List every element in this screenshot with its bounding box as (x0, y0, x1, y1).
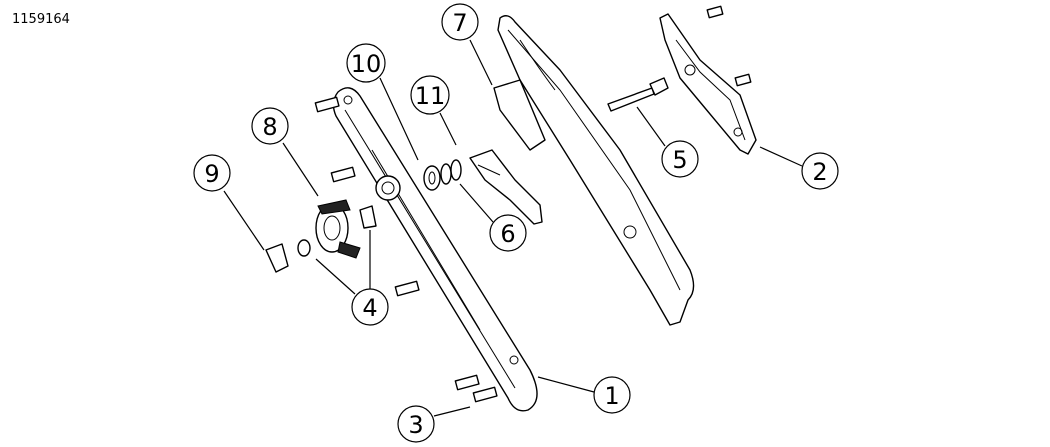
svg-text:3: 3 (408, 411, 423, 439)
drawing-id: 1159164 (12, 12, 70, 27)
svg-text:8: 8 (262, 113, 277, 141)
callout-2: 2 (801, 152, 839, 190)
callout-4: 4 (351, 288, 389, 326)
svg-text:7: 7 (452, 9, 467, 37)
part-2-side-plate (659, 13, 757, 155)
part-6-cage-bracket (469, 149, 543, 225)
callout-5: 5 (661, 140, 699, 178)
svg-text:6: 6 (500, 220, 515, 248)
svg-text:1: 1 (604, 382, 619, 410)
leader-lines (223, 39, 803, 417)
callout-1: 1 (593, 376, 631, 414)
svg-text:11: 11 (415, 82, 446, 110)
callout-11: 11 (410, 75, 450, 115)
bolt-top-right (706, 5, 752, 87)
part-7-inner-plate (493, 15, 695, 326)
svg-text:10: 10 (351, 50, 382, 78)
callout-8: 8 (251, 107, 289, 145)
svg-text:9: 9 (204, 160, 219, 188)
part-4-spacer (297, 205, 377, 257)
part-8-pulley (315, 199, 361, 259)
svg-text:5: 5 (672, 146, 687, 174)
part-5-pin (607, 77, 669, 112)
part-11-washers (423, 159, 462, 191)
callout-9: 9 (193, 154, 231, 192)
part-1-outer-plate (332, 87, 538, 412)
callout-6: 6 (489, 214, 527, 252)
svg-text:2: 2 (812, 158, 827, 186)
part-9-end-cap (265, 243, 289, 273)
callout-3: 3 (397, 405, 435, 443)
callout-10: 10 (346, 43, 386, 83)
svg-text:4: 4 (362, 294, 377, 322)
callout-7: 7 (441, 3, 479, 41)
bolts-plate-1 (314, 96, 498, 403)
